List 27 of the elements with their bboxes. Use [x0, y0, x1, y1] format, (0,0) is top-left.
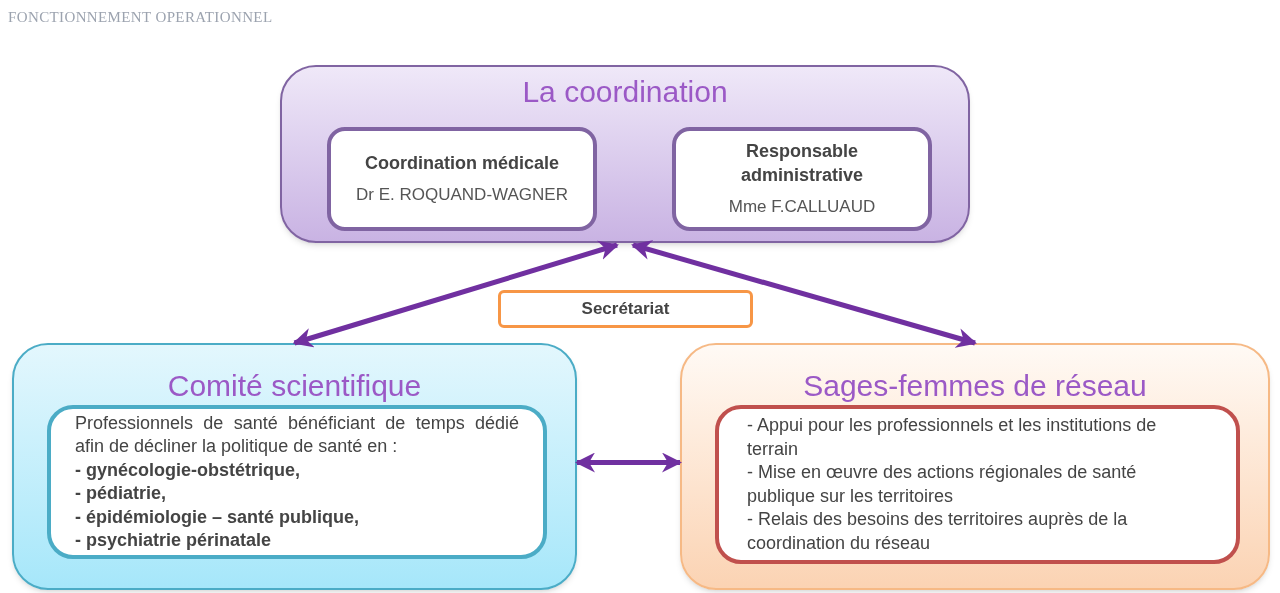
- person-name: Mme F.CALLUAUD: [728, 196, 876, 218]
- group-panel: [280, 65, 970, 243]
- double-arrow: [575, 452, 682, 473]
- list-item: - psychiatrie périnatale: [75, 529, 273, 552]
- list-item: - pédiatrie,: [75, 482, 168, 505]
- intro-text: Professionnels de santé bénéficiant de temps dédié afin de décliner la politique de santé en :: [75, 411, 519, 458]
- description-card: [715, 405, 1240, 564]
- list-item: - gynécologie-obstétrique,: [75, 458, 302, 482]
- person-name: Dr E. ROQUAND-WAGNER: [356, 184, 568, 206]
- role-title: Responsable administrative: [739, 140, 864, 187]
- role-card: [672, 127, 932, 231]
- secretariat-box: Secrétariat: [498, 290, 753, 328]
- panel-heading: La coordination: [521, 77, 729, 107]
- list-item: - Relais des besoins des territoires auprès de la coordination du réseau: [747, 508, 1129, 555]
- double-arrow: [631, 240, 977, 348]
- role-card: [327, 127, 597, 231]
- double-arrow: [292, 240, 619, 348]
- description-card: [47, 405, 547, 559]
- group-panel: [12, 343, 577, 590]
- role-title: Coordination médicale: [365, 152, 559, 175]
- faint-title: FONCTIONNEMENT OPERATIONNEL: [8, 8, 273, 27]
- list-item: - épidémiologie – santé publique,: [75, 505, 361, 529]
- panel-heading: Comité scientifique: [166, 371, 423, 401]
- panel-heading: Sages-femmes de réseau: [802, 371, 1148, 401]
- list-item: - Appui pour les professionnels et les institutions de terrain: [747, 414, 1158, 461]
- group-panel: [680, 343, 1270, 590]
- list-item: - Mise en œuvre des actions régionales de santé publique sur les territoires: [747, 461, 1138, 508]
